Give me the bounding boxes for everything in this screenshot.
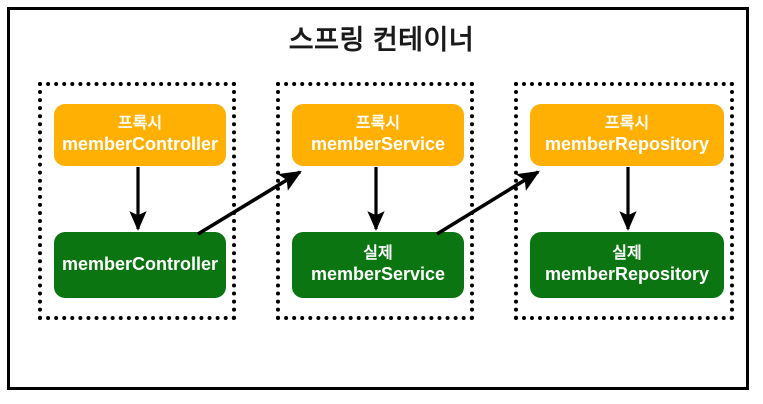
node-real-service-kor-label: 실제: [363, 244, 393, 262]
node-proxy-service-kor-label: 프록시: [355, 114, 401, 132]
node-proxy-member-service[interactable]: 프록시 memberService: [292, 104, 464, 166]
node-proxy-controller-name-label: memberController: [61, 133, 219, 154]
node-proxy-repository-kor-label: 프록시: [604, 114, 650, 132]
node-real-service-name-label: memberService: [310, 263, 446, 284]
node-proxy-member-repository[interactable]: 프록시 memberRepository: [530, 104, 724, 166]
spring-container-frame: [7, 7, 749, 390]
node-proxy-controller-kor-label: 프록시: [117, 114, 163, 132]
node-real-repository-kor-label: 실제: [612, 244, 642, 262]
node-proxy-service-name-label: memberService: [310, 133, 446, 154]
page-title: 스프링 컨테이너: [288, 25, 475, 55]
node-real-member-repository[interactable]: 실제 memberRepository: [530, 232, 724, 298]
node-real-member-service[interactable]: 실제 memberService: [292, 232, 464, 298]
node-real-repository-name-label: memberRepository: [544, 263, 710, 284]
node-proxy-repository-name-label: memberRepository: [544, 133, 710, 154]
node-real-controller-name-label: memberController: [61, 254, 219, 275]
node-real-member-controller[interactable]: memberController: [54, 232, 226, 298]
node-proxy-member-controller[interactable]: 프록시 memberController: [54, 104, 226, 166]
